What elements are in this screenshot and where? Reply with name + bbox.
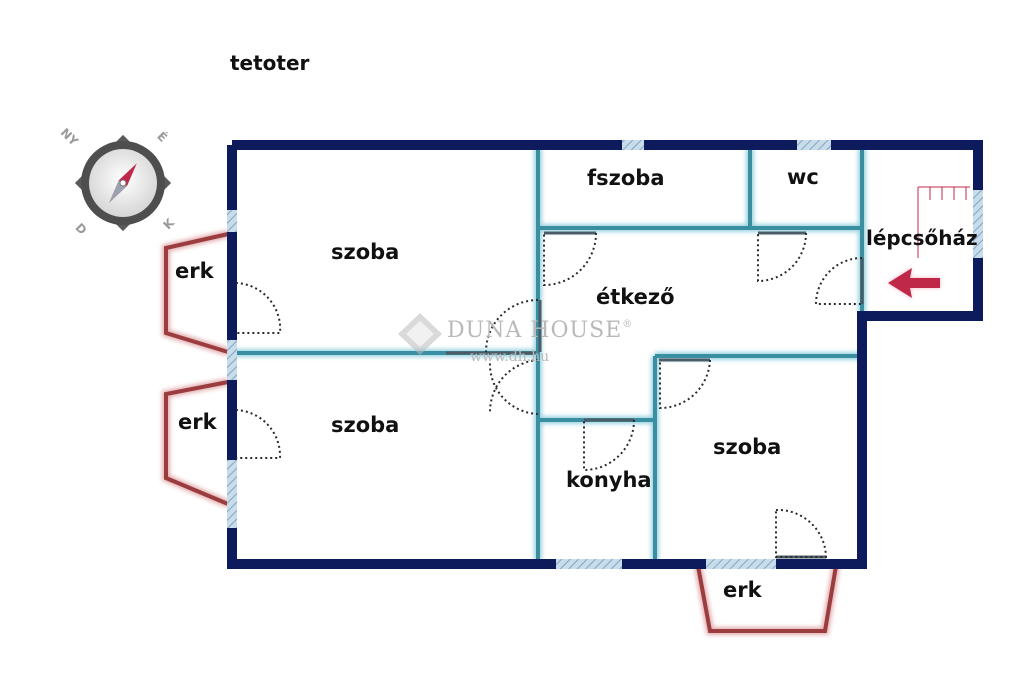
watermark-brand-text: DUNA HOUSE xyxy=(447,318,623,343)
room-label-lepcsohaz: lépcsőház xyxy=(866,226,978,250)
stairs xyxy=(917,186,970,258)
room-label-etkezo: étkező xyxy=(596,285,675,309)
room-label-szoba-bottom: szoba xyxy=(331,413,400,437)
outer-walls xyxy=(227,140,983,569)
balcony-label-bottom-left: erk xyxy=(178,410,217,434)
door-swings xyxy=(235,232,863,558)
watermark-brand: DUNA HOUSE® xyxy=(447,320,633,342)
room-label-konyha: konyha xyxy=(566,468,652,492)
room-label-fszoba: fszoba xyxy=(587,166,665,190)
balcony-label-bottom: erk xyxy=(723,578,762,602)
room-label-szoba-top: szoba xyxy=(331,240,400,264)
watermark-logo-icon xyxy=(398,313,442,355)
balcony-bottom-left xyxy=(162,378,230,508)
balconies xyxy=(162,230,840,635)
watermark-url: www.dh.hu xyxy=(470,349,550,365)
interior-walls xyxy=(232,148,866,560)
room-label-szoba-right: szoba xyxy=(713,435,782,459)
balcony-top-left xyxy=(162,230,230,356)
entry-arrow-icon xyxy=(888,268,940,298)
floor-label: tetoter xyxy=(230,51,310,75)
balcony-doors xyxy=(228,283,236,456)
watermark-reg: ® xyxy=(622,319,634,330)
compass-icon xyxy=(74,134,172,232)
room-label-wc: wc xyxy=(787,165,819,189)
windows xyxy=(227,140,983,569)
balcony-bottom xyxy=(694,565,840,635)
balcony-label-top-left: erk xyxy=(175,259,214,283)
